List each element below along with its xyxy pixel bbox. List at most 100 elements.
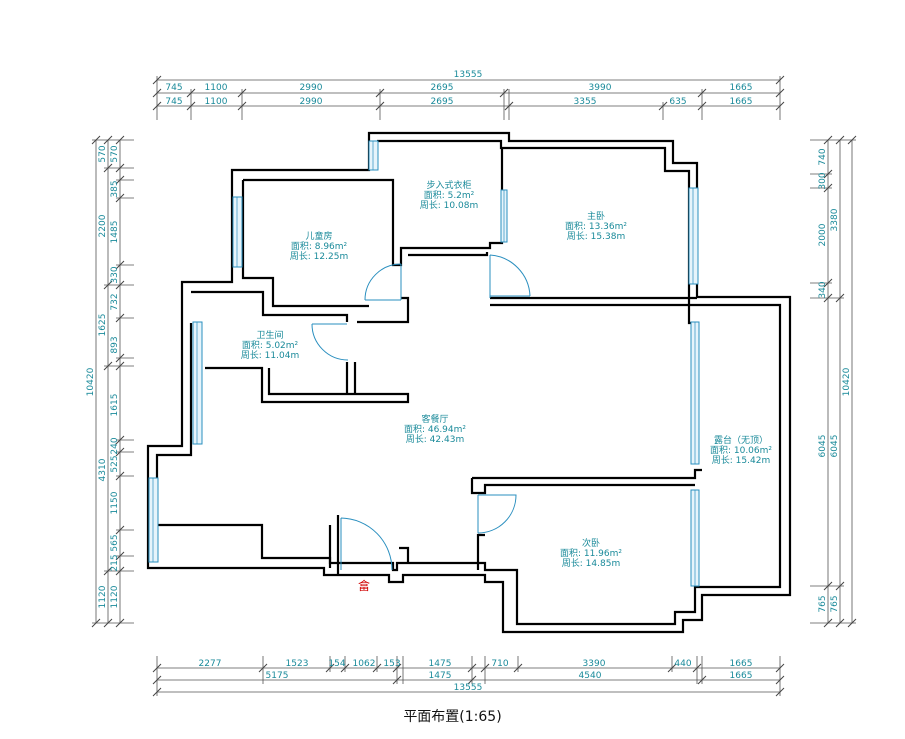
dim-right1-6: 765 (818, 595, 828, 612)
dim-top3-2: 1100 (205, 97, 228, 107)
window-master (688, 187, 699, 285)
room-living-perimeter: 周长: 42.43m (406, 433, 464, 445)
dim-right1-3: 2000 (818, 223, 828, 246)
inner-wall-outline (155, 139, 782, 626)
walls (146, 131, 792, 634)
dim-left2-4: 4310 (98, 458, 108, 481)
room-second-name: 次卧 (582, 537, 600, 549)
door-entry (340, 517, 393, 571)
dim-bot1-6: 1475 (429, 659, 452, 669)
dim-bot2-1: 5175 (266, 671, 289, 681)
wall-kids-room (243, 148, 504, 267)
room-master-area: 面积: 13.36m² (565, 220, 627, 232)
dim-bot2-3: 4540 (579, 671, 602, 681)
room-master-name: 主卧 (587, 210, 605, 222)
room-terrace-perimeter: 周长: 15.42m (712, 454, 770, 466)
dim-right2-1: 3380 (830, 208, 840, 231)
dim-left3-8: 240 (110, 437, 120, 454)
doors (311, 254, 531, 571)
dim-top2-4: 2695 (431, 83, 454, 93)
dim-left3-4: 330 (110, 266, 120, 283)
outer-wall-outline (146, 131, 792, 634)
wall-second-top (470, 468, 702, 495)
dim-left3-3: 1485 (110, 221, 120, 244)
room-second-area: 面积: 11.96m² (560, 547, 622, 559)
wall-bath (191, 290, 349, 322)
dim-left3-11: 565 (110, 534, 120, 551)
wall-bath-bottom (205, 366, 410, 404)
dim-left2-3: 1625 (98, 314, 108, 337)
wall-walkin-bottom (408, 252, 489, 257)
dim-top-total: 13555 (454, 70, 483, 80)
wall-entry (328, 515, 340, 575)
room-kids-perimeter: 周长: 12.25m (290, 250, 348, 262)
dim-top2-1: 745 (165, 83, 182, 93)
dim-top3-4: 2695 (431, 97, 454, 107)
dim-left-total: 10420 (86, 367, 96, 396)
window-living (148, 477, 159, 563)
door-master (489, 254, 531, 298)
dim-left3-10: 1150 (110, 491, 120, 514)
dim-right1-2: 300 (818, 172, 828, 189)
room-bath-name: 卫生间 (256, 329, 283, 341)
room-kids-name: 儿童房 (305, 230, 332, 242)
door-kids (364, 263, 402, 301)
dim-bot2-4: 1665 (730, 671, 753, 681)
room-kids-area: 面积: 8.96m² (291, 240, 348, 252)
dim-bot-total: 13555 (454, 683, 483, 693)
dim-left2-5: 1120 (98, 585, 108, 608)
dim-top2-6: 1665 (730, 83, 753, 93)
window-walkin (368, 140, 379, 171)
plan-title: 平面布置(1:65) (403, 709, 502, 725)
room-bath-perimeter: 周长: 11.04m (241, 349, 299, 361)
room-walkin-perimeter: 周长: 10.08m (420, 199, 478, 211)
dim-bot1-9: 440 (674, 659, 691, 669)
wall-bath-door-jamb (345, 362, 357, 394)
dim-bot1-4: 1062 (353, 659, 376, 669)
wall-second-door-jamb (476, 533, 485, 570)
dim-bot1-1: 2277 (199, 659, 222, 669)
dim-right2-3: 765 (830, 595, 840, 612)
dim-top2-3: 2990 (300, 83, 323, 93)
dim-bot1-2: 1523 (286, 659, 309, 669)
dim-top3-3: 2990 (300, 97, 323, 107)
wall-entry-right (399, 546, 410, 563)
dim-bot1-8: 3390 (583, 659, 606, 669)
room-living-name: 客餐厅 (421, 413, 448, 425)
dim-left3-12: 215 (110, 554, 120, 571)
dim-bot1-7: 710 (491, 659, 508, 669)
room-master-perimeter: 周长: 15.38m (567, 230, 625, 242)
dim-left2-2: 2200 (98, 214, 108, 237)
dim-top3-7: 1665 (730, 97, 753, 107)
wall-kids-right (357, 296, 410, 324)
dim-bot1-3: 154 (328, 659, 345, 669)
door-second (477, 494, 517, 534)
door-bath (311, 323, 349, 361)
dim-right2-2: 6045 (830, 435, 840, 458)
dim-left3-1: 570 (110, 145, 120, 162)
dim-left3-9: 525 (110, 455, 120, 472)
dim-right1-5: 6045 (818, 435, 828, 458)
room-labels: 步入式衣柜 面积: 5.2m² 周长: 10.08m 主卧 面积: 13.36m… (241, 179, 773, 569)
window-kids (232, 196, 243, 268)
dim-left3-13: 1120 (110, 585, 120, 608)
dim-top3-5: 3355 (574, 97, 597, 107)
dim-left2-1: 570 (98, 145, 108, 162)
room-bath-area: 面积: 5.02m² (242, 339, 299, 351)
room-terrace-name: 露台（无顶） (714, 434, 768, 446)
dim-right-total: 10420 (842, 367, 852, 396)
window-bath (192, 321, 203, 445)
room-second-perimeter: 周长: 14.85m (562, 557, 620, 569)
dim-left3-5: 732 (110, 293, 120, 310)
room-walkin-area: 面积: 5.2m² (424, 189, 475, 201)
room-walkin-name: 步入式衣柜 (426, 179, 471, 191)
room-living-area: 面积: 46.94m² (404, 423, 466, 435)
room-terrace-area: 面积: 10.06m² (710, 444, 772, 456)
dim-top3-6: 635 (669, 97, 686, 107)
dim-right1-1: 740 (818, 148, 828, 165)
dim-bot1-10: 1665 (730, 659, 753, 669)
dim-bot2-2: 1475 (429, 671, 452, 681)
wall-kids-inner (241, 180, 369, 308)
dim-top2-5: 3990 (589, 83, 612, 93)
